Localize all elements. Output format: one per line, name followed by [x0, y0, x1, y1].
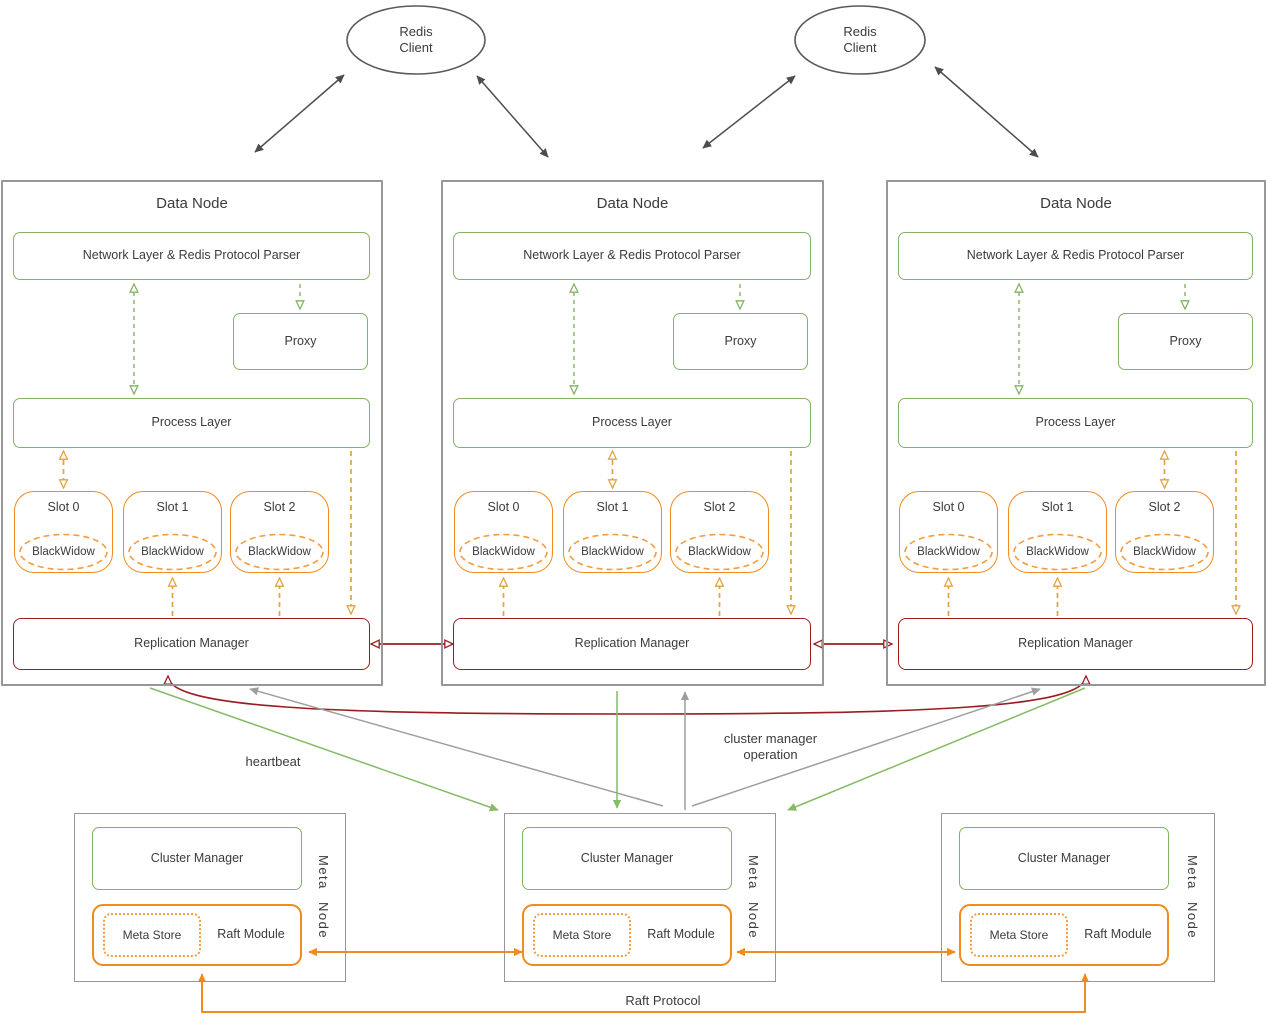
data-node-2-slot-2-engine-ellipse	[675, 533, 764, 571]
data-node-2-process-layer-box: Process Layer	[453, 398, 811, 448]
data-node-3-title: Data Node	[1040, 194, 1112, 212]
meta-node-2-raft-box	[522, 904, 732, 966]
data-node-3-slot-1-box	[1008, 491, 1107, 573]
data-node-3-slot-0-engine-ellipse	[904, 533, 993, 571]
client1-node2-link	[476, 75, 549, 158]
data-node-3-slot-2-engine-label: BlackWidow	[1133, 545, 1196, 558]
data-node-2-slot-1-label: Slot 1	[596, 500, 629, 515]
meta-node-1-raft-box	[92, 904, 302, 966]
data-node-1-slot-2-engine-label: BlackWidow	[248, 545, 311, 558]
redis-client-left-ellipse	[346, 5, 486, 75]
data-node-1-slot-0-engine-ellipse	[19, 533, 108, 571]
meta-node-1	[74, 813, 346, 982]
data-node-1-network-layer-box: Network Layer & Redis Protocol Parser	[13, 232, 370, 280]
meta-node-2-title: Meta Node	[746, 855, 762, 940]
meta-node-3-raft-module-label: Raft Module	[1084, 927, 1152, 942]
meta-node-3-raft-box	[959, 904, 1169, 966]
data-node-2-slot-0-label: Slot 0	[487, 500, 520, 515]
data-node-3-slot-1-label: Slot 1	[1041, 500, 1074, 515]
raft-protocol-label: Raft Protocol	[625, 992, 701, 1008]
meta-node-1-raft-module-label: Raft Module	[217, 927, 285, 942]
data-node-1-slot-2-engine-ellipse	[235, 533, 324, 571]
data-node-2-replication-manager-box: Replication Manager	[453, 618, 811, 670]
meta-node-2	[504, 813, 776, 982]
heartbeat-label: heartbeat	[245, 753, 301, 769]
redis-client-left-label-line-2: Client	[399, 40, 433, 55]
data-node-1-slot-1-box	[123, 491, 222, 573]
data-node-1-slot-0-box	[14, 491, 113, 573]
data-node-1-slot-0-label: Slot 0	[47, 500, 80, 515]
data-node-2-slot-1-engine-label: BlackWidow	[581, 545, 644, 558]
raft-protocol-line	[197, 973, 1090, 1013]
data-node-3-slot-1-engine-label: BlackWidow	[1026, 545, 1089, 558]
data-node-3-slot-2-box	[1115, 491, 1214, 573]
meta-node-3-meta-store-box: Meta Store	[970, 913, 1068, 957]
data-node-1-slot-2-label: Slot 2	[263, 500, 296, 515]
meta-node-1-cluster-manager-box: Cluster Manager	[92, 827, 302, 890]
data-node-2-slot-0-engine-ellipse	[459, 533, 548, 571]
meta-node-3-title: Meta Node	[1185, 855, 1201, 940]
data-node-3	[886, 180, 1266, 686]
data-node-2-proxy-box: Proxy	[673, 313, 808, 370]
data-node-3-slot-0-box	[899, 491, 998, 573]
replication-arc-rm1-rm3	[168, 676, 1086, 715]
cluster-op-to-node3	[691, 687, 1041, 807]
data-node-1-process-layer-box: Process Layer	[13, 398, 370, 448]
data-node-2-title: Data Node	[596, 194, 669, 212]
cluster-manager-operation-label-line-2: operation	[743, 747, 798, 762]
data-node-2-slot-2-box	[670, 491, 769, 573]
data-node-3-slot-0-label: Slot 0	[932, 500, 965, 515]
heartbeat-from-node1	[149, 687, 499, 812]
data-node-3-network-layer-box: Network Layer & Redis Protocol Parser	[898, 232, 1253, 280]
redis-client-right-ellipse	[794, 5, 926, 75]
client1-node1-link	[254, 74, 345, 153]
cluster-manager-operation-label-line-1: cluster manager	[723, 730, 818, 746]
heartbeat-from-node3	[787, 687, 1086, 811]
data-node-2-slot-0-engine-label: BlackWidow	[472, 545, 535, 558]
meta-node-2-cluster-manager-box: Cluster Manager	[522, 827, 732, 890]
redis-client-left-label-line-1: Redis	[399, 23, 433, 39]
data-node-3-proxy-box: Proxy	[1118, 313, 1253, 370]
data-node-1-slot-1-engine-label: BlackWidow	[141, 545, 204, 558]
data-node-2-slot-1-box	[563, 491, 662, 573]
meta-node-3	[941, 813, 1215, 982]
cluster-op-to-node1	[249, 687, 664, 807]
data-node-2-slot-0-box	[454, 491, 553, 573]
data-node-2-network-layer-box: Network Layer & Redis Protocol Parser	[453, 232, 811, 280]
data-node-1-title: Data Node	[156, 194, 228, 212]
meta-node-2-meta-store-box: Meta Store	[533, 913, 631, 957]
data-node-1-slot-2-box	[230, 491, 329, 573]
data-node-2-slot-2-engine-label: BlackWidow	[688, 545, 751, 558]
data-node-3-slot-1-engine-ellipse	[1013, 533, 1102, 571]
client2-node2-link	[702, 75, 796, 149]
data-node-3-slot-0-engine-label: BlackWidow	[917, 545, 980, 558]
redis-client-right-label-line-1: Redis	[843, 23, 877, 39]
data-node-3-slot-2-engine-ellipse	[1120, 533, 1209, 571]
data-node-1-slot-0-engine-label: BlackWidow	[32, 545, 95, 558]
data-node-2-slot-2-label: Slot 2	[703, 500, 736, 515]
data-node-1	[1, 180, 383, 686]
data-node-1-slot-1-label: Slot 1	[156, 500, 189, 515]
data-node-3-replication-manager-box: Replication Manager	[898, 618, 1253, 670]
data-node-3-process-layer-box: Process Layer	[898, 398, 1253, 448]
meta-node-3-cluster-manager-box: Cluster Manager	[959, 827, 1169, 890]
redis-client-right-label-line-2: Client	[843, 40, 877, 55]
client2-node3-link	[934, 66, 1039, 158]
data-node-1-proxy-box: Proxy	[233, 313, 368, 370]
data-node-2	[441, 180, 824, 686]
data-node-1-replication-manager-box: Replication Manager	[13, 618, 370, 670]
data-node-3-slot-2-label: Slot 2	[1148, 500, 1181, 515]
data-node-2-slot-1-engine-ellipse	[568, 533, 657, 571]
meta-node-1-title: Meta Node	[316, 855, 332, 940]
meta-node-1-meta-store-box: Meta Store	[103, 913, 201, 957]
data-node-1-slot-1-engine-ellipse	[128, 533, 217, 571]
meta-node-2-raft-module-label: Raft Module	[647, 927, 715, 942]
